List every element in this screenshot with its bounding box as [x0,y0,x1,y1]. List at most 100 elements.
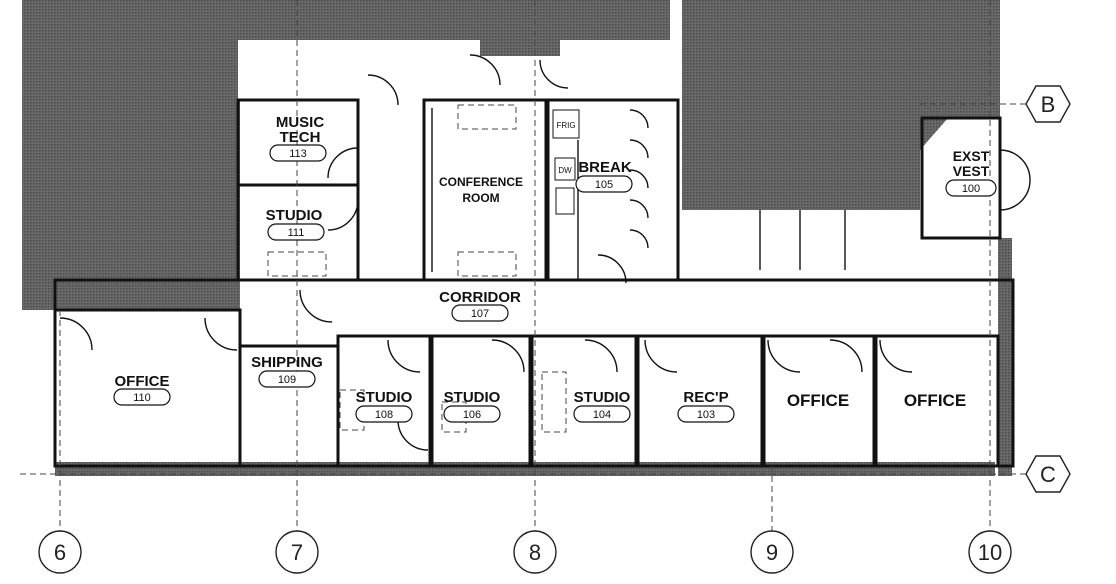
studio-104-walls [530,334,638,468]
door-swing [829,339,863,373]
conference-name-line1: CONFERENCE [439,175,523,189]
door-swing [644,339,678,373]
studio-108-number: 108 [375,409,393,421]
room-tag [945,179,997,197]
shipping-number: 109 [278,374,296,386]
shaded-area-top-left [22,0,670,310]
conference-room-walls [422,98,548,282]
studio-111-name: STUDIO [266,207,323,224]
grid-label-c: C [1040,462,1056,487]
door-swing [299,289,333,323]
studio-104-name: STUDIO [574,389,631,406]
dw-label: DW [558,166,572,175]
room-tag [677,405,735,423]
exst-vest-name-line2: VEST [953,163,990,179]
studio-104-number: 104 [593,409,611,421]
door-swing [327,199,359,231]
grid-label-b: B [1041,92,1056,117]
studio-104-fixture [541,371,567,433]
grid-bubble-9 [750,530,794,574]
recp-name: REC'P [683,389,728,406]
door-swing [387,339,421,373]
break-number: 105 [595,179,613,191]
office-110-number: 110 [133,392,151,404]
grid-bubble-7 [275,530,319,574]
studio-106-fixture [441,401,467,433]
exst-vest-walls [920,116,1002,240]
room-tag [575,175,633,193]
grid-bubbles: 6 7 8 9 10 B C [38,85,1071,574]
grid-bubble-10 [968,530,1012,574]
grid-label-8: 8 [529,540,541,565]
doors [59,54,1031,451]
door-swing [327,147,359,179]
walls [53,98,1015,468]
exst-vest-number: 100 [962,183,980,195]
room-tags [113,144,997,423]
dishwasher [554,157,576,181]
conference-table-top [457,104,517,130]
office-b-name: OFFICE [904,391,966,410]
room-tag [355,405,413,423]
door-swing [584,339,618,373]
music-tech-name-line1: MUSIC [276,114,325,131]
sink [555,187,575,215]
door-swing [59,317,93,351]
room-tag [573,405,631,423]
room-tag [269,144,327,162]
room-tag [443,405,501,423]
studio-106-number: 106 [463,409,481,421]
grid-bubble-6 [38,530,82,574]
studio-111-number: 111 [288,227,305,239]
grid-label-6: 6 [54,540,66,565]
door-swing [469,54,501,86]
grid-label-10: 10 [978,540,1002,565]
dashed-lines [20,0,1028,535]
exst-vest-name-line1: EXST [953,148,990,164]
conference-name-line2: ROOM [462,191,499,205]
shipping-name: SHIPPING [251,354,323,371]
room-labels: MUSIC TECH 113 STUDIO 111 CONFERENCE ROO… [115,114,990,421]
room-tag [113,388,171,406]
music-tech-number: 113 [289,148,307,160]
office-b-walls [874,334,1000,468]
door-swing [999,179,1031,211]
grid-bubble-c [1025,455,1071,493]
room-tag [258,370,316,388]
office-a-name: OFFICE [787,391,849,410]
office-a-walls [762,334,876,468]
fridge [552,109,580,139]
office-110-name: OFFICE [115,373,170,390]
music-tech-name-line2: TECH [280,129,321,146]
studio-108-walls [336,334,432,468]
recp-number: 103 [697,409,715,421]
door-swing [397,419,429,451]
recp-walls [636,334,764,468]
studio-106-walls [430,334,532,468]
shaded-area-left-core [55,100,240,310]
frig-label: FRIG [556,121,575,130]
break-name: BREAK [578,159,632,176]
door-swing [999,149,1031,181]
room-tag [451,304,509,322]
shaded-areas [22,0,1012,476]
door-swing [367,74,399,106]
conference-table-bottom [457,251,517,277]
grid-bubble-8 [513,530,557,574]
corridor-name: CORRIDOR [439,289,521,306]
door-swing [539,59,569,89]
grid-label-9: 9 [766,540,778,565]
door-swing [767,339,801,373]
room-tag [267,223,325,241]
door-swing [597,254,627,284]
exterior-wall-right [998,238,1012,476]
studio-108-name: STUDIO [356,389,413,406]
grid-bubble-b [1025,85,1071,123]
studio-106-name: STUDIO [444,389,501,406]
door-swing [879,339,913,373]
door-swing [204,317,238,351]
shaded-area-top-right [682,0,1000,210]
door-swing [491,339,525,373]
corridor-number: 107 [471,308,489,320]
